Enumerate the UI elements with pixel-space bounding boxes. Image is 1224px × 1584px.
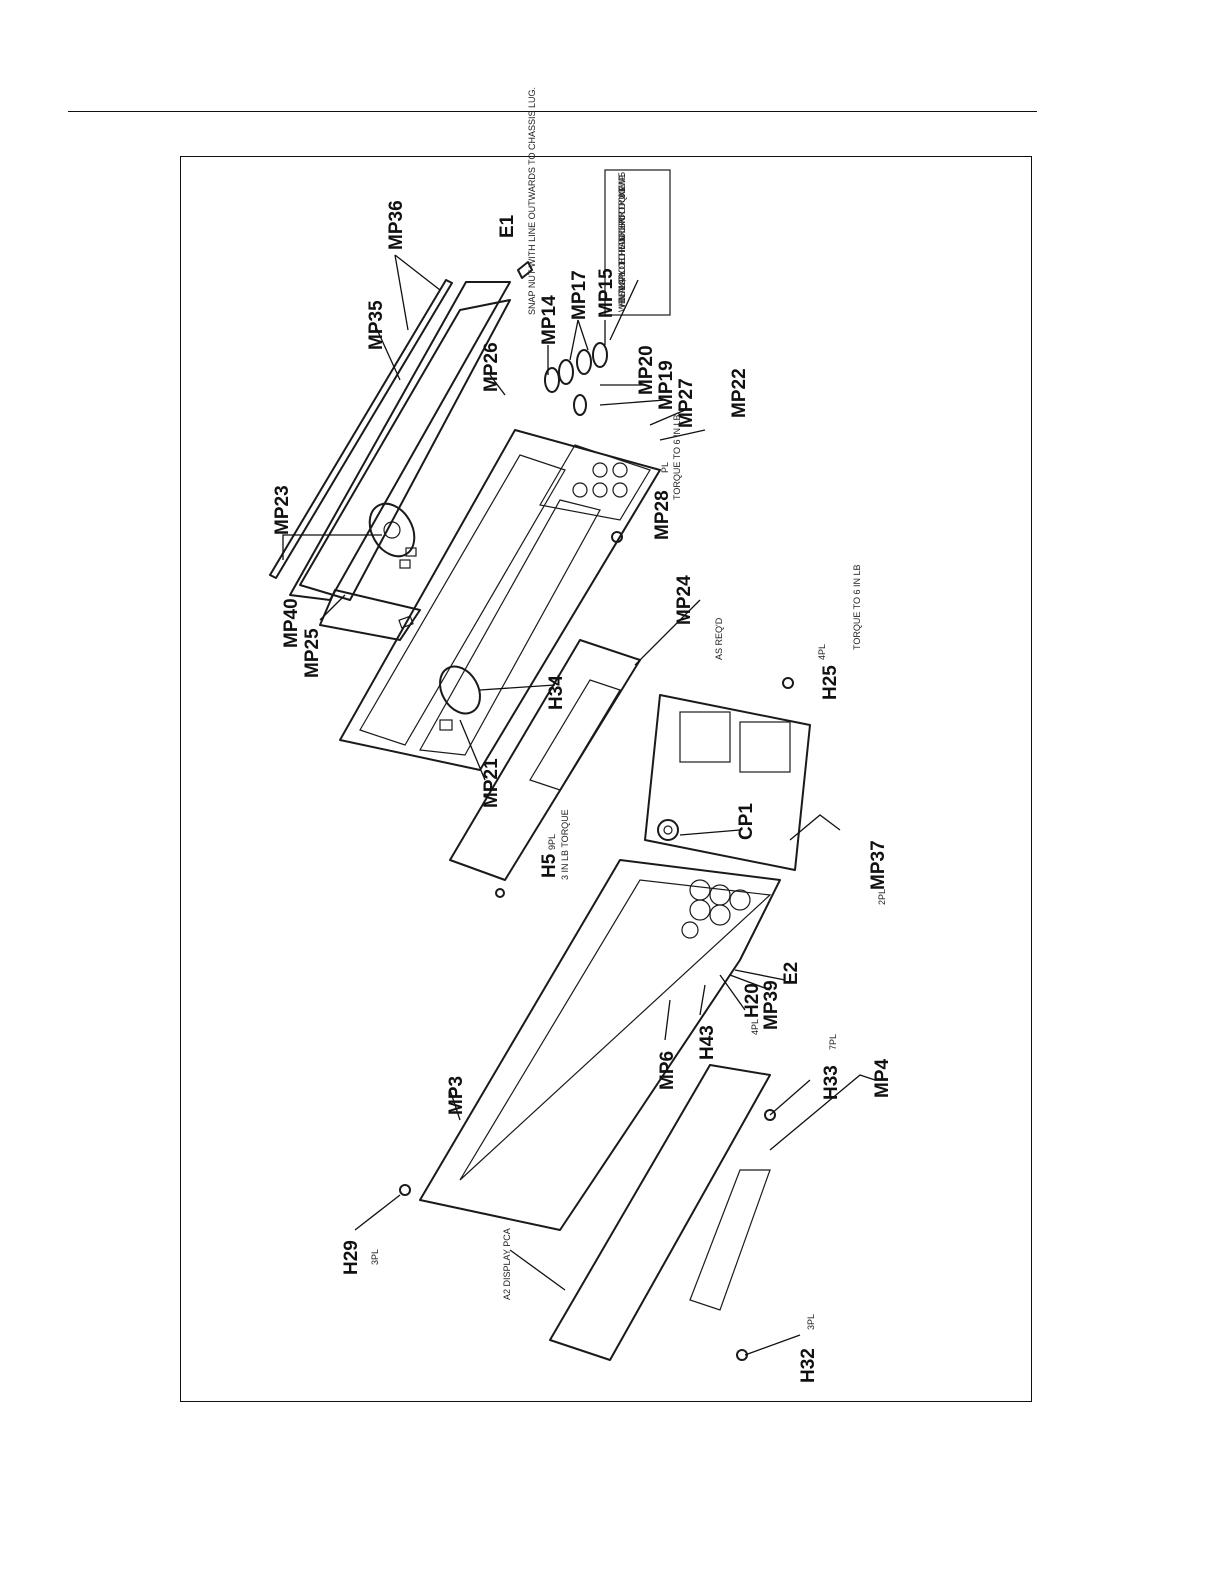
label-e1: E1 — [497, 214, 518, 238]
label-h34: H34 — [546, 675, 567, 710]
label-h43: H43 — [697, 1025, 718, 1060]
note-h5-torque: 3 IN LB TORQUE — [560, 809, 570, 880]
screw-mp28 — [611, 531, 623, 543]
label-mp35: MP35 — [366, 300, 387, 350]
label-mp28: MP28 — [652, 490, 673, 540]
label-mp24: MP24 — [674, 575, 695, 625]
binding-posts — [544, 342, 608, 416]
label-mp25: MP25 — [302, 628, 323, 678]
label-mp19: MP19 — [656, 360, 677, 410]
label-mp17: MP17 — [569, 270, 590, 320]
mp37-bezel — [644, 694, 811, 871]
label-h29: H29 — [341, 1240, 362, 1275]
label-mp3: MP3 — [446, 1076, 467, 1115]
note-mp28-pl: PL — [660, 462, 670, 473]
label-mp27: MP27 — [676, 378, 697, 428]
note-mp37-pl: 2PL — [877, 889, 887, 905]
note-torque-mp28: TORQUE TO 6 IN LB — [672, 414, 682, 500]
label-mp39: MP39 — [761, 980, 782, 1030]
screw-h5 — [495, 888, 505, 898]
label-h25: H25 — [820, 665, 841, 700]
label-mp36: MP36 — [386, 200, 407, 250]
label-mp6: MP6 — [657, 1051, 678, 1090]
mp4-bottom-cover — [549, 1064, 771, 1361]
label-mp40: MP40 — [281, 598, 302, 648]
header-rule — [68, 111, 1037, 112]
note-h20-pl: 4PL — [750, 1019, 760, 1035]
part-labels: MP36 MP35 MP26 MP23 MP40 MP25 E1 MP14 MP… — [272, 200, 893, 1383]
note-h29-pl: 3PL — [370, 1249, 380, 1265]
label-mp37: MP37 — [868, 840, 889, 890]
label-h20: H20 — [742, 983, 763, 1018]
note-h32-pl: 3PL — [806, 1314, 816, 1330]
note-install: WHEN INSTALLING, APPLY LOCTITE TO THREAD… — [617, 172, 627, 312]
label-mp21: MP21 — [481, 758, 502, 808]
label-h5: H5 — [539, 853, 560, 878]
label-mp22: MP22 — [729, 368, 750, 418]
screw-h25 — [782, 677, 794, 689]
label-h33: H33 — [821, 1065, 842, 1100]
label-mp4: MP4 — [872, 1059, 893, 1099]
front-panel — [339, 429, 661, 771]
note-a2: A2 DISPLAY PCA — [502, 1228, 512, 1300]
screw-h32 — [736, 1349, 748, 1361]
e1-lug — [517, 261, 533, 279]
label-e2: E2 — [781, 962, 802, 985]
note-as-req: AS REQ'D — [714, 617, 724, 660]
mp3-chassis — [419, 859, 781, 1231]
note-h25-torque: TORQUE TO 6 IN LB — [852, 564, 862, 650]
note-snap: SNAP NUT WITH LINE OUTWARDS TO CHASSIS L… — [527, 87, 537, 315]
figure-frame — [180, 156, 1032, 1402]
label-mp14: MP14 — [539, 295, 560, 345]
cp1-connector — [657, 819, 679, 841]
label-mp23: MP23 — [272, 485, 293, 535]
mp25-bracket — [319, 589, 421, 641]
note-h33-pl: 7PL — [828, 1034, 838, 1050]
note-h25-pl: 4PL — [817, 644, 827, 660]
label-cp1: CP1 — [736, 803, 757, 840]
note-h5-pl: 9PL — [547, 834, 557, 850]
label-mp15: MP15 — [596, 268, 617, 318]
mp26-panel — [299, 299, 511, 601]
handwritten-notes: SNAP NUT WITH LINE OUTWARDS TO CHASSIS L… — [370, 87, 887, 1330]
screw-h29 — [399, 1184, 411, 1196]
mp35-strip — [269, 279, 511, 601]
mp24-bracket — [449, 639, 641, 881]
label-mp20: MP20 — [636, 345, 657, 395]
install-note-box — [604, 169, 671, 316]
label-mp26: MP26 — [481, 342, 502, 392]
leader-lines — [282, 254, 876, 1356]
label-h32: H32 — [798, 1348, 819, 1383]
screw-h33 — [764, 1109, 776, 1121]
